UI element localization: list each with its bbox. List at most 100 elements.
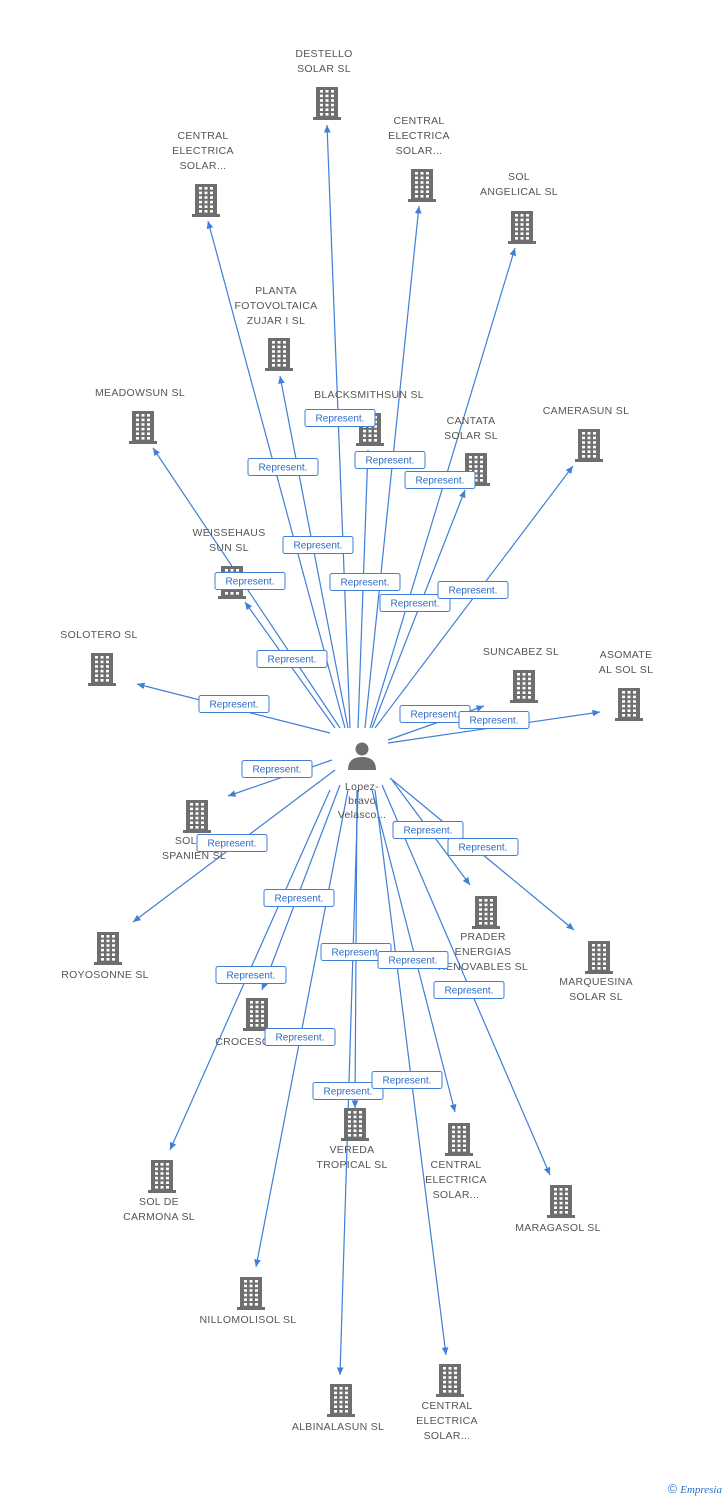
relation-tag-label: Represent. <box>276 1033 325 1044</box>
company-label: CAMERASUN SL <box>543 405 629 417</box>
center-label-line: bravo <box>348 795 376 807</box>
company-label: VEREDA TROPICAL SL <box>316 1144 387 1171</box>
relation-tag-label: Represent. <box>449 586 498 597</box>
company-label: BLACKSMITHSUN SL <box>314 389 424 401</box>
relation-tag-meadowsun[interactable]: Represent. <box>214 572 286 590</box>
building-icon <box>510 670 538 703</box>
company-label-line: ZUJAR I SL <box>247 315 305 327</box>
relation-tag-blacksmithsun[interactable]: Represent. <box>329 573 401 591</box>
relation-tag-central4[interactable]: Represent. <box>371 1071 443 1089</box>
building-icon <box>445 1123 473 1156</box>
company-label-line: CENTRAL <box>177 130 228 142</box>
relation-tag-cantata[interactable]: Represent. <box>379 594 451 612</box>
building-icon <box>472 896 500 929</box>
relation-tag-label: Represent. <box>316 414 365 425</box>
company-label-line: PRADER <box>460 931 506 943</box>
company-node-suncabez[interactable]: SUNCABEZ SL <box>483 646 559 703</box>
company-node-vereda[interactable]: VEREDA TROPICAL SL <box>316 1108 387 1171</box>
relation-tag-prader[interactable]: Represent. <box>392 821 464 839</box>
relation-tag-albinalasun[interactable]: Represent. <box>312 1082 384 1100</box>
relation-tag-solotero[interactable]: Represent. <box>198 695 270 713</box>
relation-tag-vereda[interactable]: Represent. <box>320 943 392 961</box>
company-label-line: ELECTRICA <box>388 130 450 142</box>
company-label-line: SOLAR... <box>424 1430 471 1442</box>
company-label-line: TROPICAL SL <box>316 1159 387 1171</box>
building-icon <box>129 411 157 444</box>
company-label-line: VEREDA <box>330 1144 375 1156</box>
company-label-line: BLACKSMITHSUN SL <box>314 389 424 401</box>
relation-tag-asomate[interactable]: Represent. <box>458 711 530 729</box>
relation-tag-soldecarmona[interactable]: Represent. <box>215 966 287 984</box>
relation-tag-label: Represent. <box>383 1076 432 1087</box>
relation-tag-label: Represent. <box>416 476 465 487</box>
building-icon <box>585 941 613 974</box>
relation-tags-layer: Represent.Represent.Represent.Represent.… <box>196 409 530 1100</box>
relation-tag-solem[interactable]: Represent. <box>241 760 313 778</box>
company-node-maragasol[interactable]: MARAGASOL SL <box>515 1185 601 1234</box>
company-label: MEADOWSUN SL <box>95 387 185 399</box>
company-label-line: NILLOMOLISOL SL <box>200 1314 297 1326</box>
company-label: SUNCABEZ SL <box>483 646 559 658</box>
company-label-line: CENTRAL <box>393 115 444 127</box>
relation-tag-camerasun[interactable]: Represent. <box>437 581 509 599</box>
brand-name: Empresia <box>680 1484 722 1496</box>
company-node-solotero[interactable]: SOLOTERO SL <box>60 629 137 686</box>
company-label-line: SOLAR... <box>433 1189 480 1201</box>
building-icon <box>313 87 341 120</box>
company-node-camerasun[interactable]: CAMERASUN SL <box>543 405 629 462</box>
relation-tag-label: Represent. <box>391 599 440 610</box>
company-label-line: SOLAR SL <box>444 430 498 442</box>
relation-tag-label: Represent. <box>332 948 381 959</box>
relation-tag-destello[interactable]: Represent. <box>304 409 376 427</box>
building-icon <box>508 211 536 244</box>
relation-tag-central3[interactable]: Represent. <box>377 951 449 969</box>
building-icon <box>408 169 436 202</box>
company-node-albinalasun[interactable]: ALBINALASUN SL <box>292 1384 384 1433</box>
relation-tag-royosonne[interactable]: Represent. <box>196 834 268 852</box>
company-label-line: PLANTA <box>255 285 297 297</box>
relation-tag-central2[interactable]: Represent. <box>354 451 426 469</box>
relation-tag-solangelical[interactable]: Represent. <box>404 471 476 489</box>
company-node-meadowsun[interactable]: MEADOWSUN SL <box>95 387 185 444</box>
relation-tag-label: Represent. <box>459 843 508 854</box>
relation-tag-nillomolisol[interactable]: Represent. <box>264 1028 336 1046</box>
relation-tag-weissehaus[interactable]: Represent. <box>256 650 328 668</box>
relation-tag-marquesina[interactable]: Represent. <box>447 838 519 856</box>
relation-tag-crocesol[interactable]: Represent. <box>263 889 335 907</box>
relation-tag-label: Represent. <box>470 716 519 727</box>
relation-tag-label: Represent. <box>275 894 324 905</box>
relation-tag-planta[interactable]: Represent. <box>282 536 354 554</box>
relation-tag-maragasol[interactable]: Represent. <box>433 981 505 999</box>
building-icon <box>615 688 643 721</box>
footer-brand[interactable]: ©Empresia <box>668 1481 722 1496</box>
relation-tag-central1[interactable]: Represent. <box>247 458 319 476</box>
relation-tag-label: Represent. <box>404 826 453 837</box>
center-label-line: Lopez- <box>345 781 379 793</box>
building-icon <box>575 429 603 462</box>
company-node-nillomolisol[interactable]: NILLOMOLISOL SL <box>200 1277 297 1326</box>
company-node-royosonne[interactable]: ROYOSONNE SL <box>61 932 149 981</box>
company-label-line: DESTELLO <box>295 48 352 60</box>
